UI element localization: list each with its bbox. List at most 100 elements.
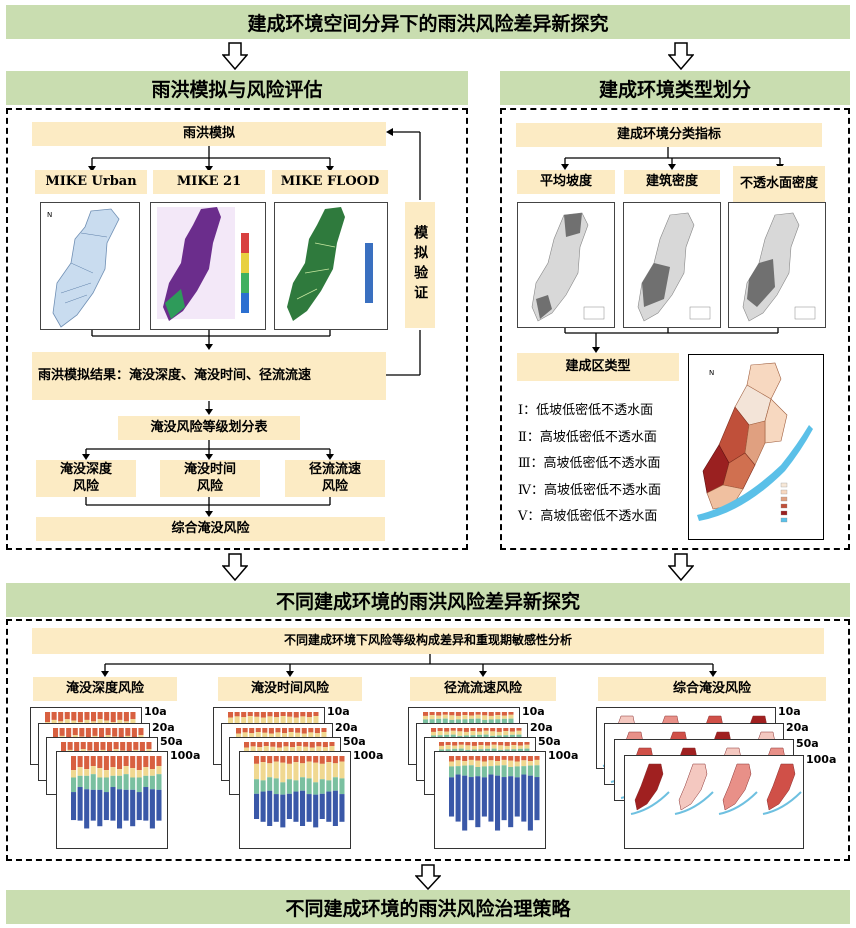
bar-segment xyxy=(283,742,289,747)
bar-segment xyxy=(470,731,476,736)
bar-segment xyxy=(293,756,299,763)
bar-segment xyxy=(274,717,280,728)
bar-segment xyxy=(267,712,273,717)
bar-segment xyxy=(527,756,533,762)
bar-segment xyxy=(339,756,345,762)
bar-segment xyxy=(123,756,129,767)
bar-segment xyxy=(255,728,261,732)
type-list: Ⅰ：低坡低密低不透水面 Ⅱ：高坡低密低不透水面 Ⅲ：高坡低密低不透水面 Ⅳ：高坡… xyxy=(518,398,688,531)
left-panel xyxy=(6,108,468,550)
river-shape xyxy=(674,791,714,815)
bar-segment xyxy=(516,730,522,735)
svg-text:N: N xyxy=(47,211,52,219)
bar-segment xyxy=(508,714,514,719)
bar-segment xyxy=(514,761,520,767)
bar-segment xyxy=(491,744,497,749)
bar-segment xyxy=(74,742,80,752)
cat-depth: 淹没深度风险 xyxy=(33,677,177,701)
bar-segment xyxy=(93,742,99,753)
category-label: 径流流速风险 xyxy=(443,680,522,696)
model-mike-21: MIKE 21 xyxy=(153,170,265,194)
bar-segment xyxy=(339,761,345,779)
bar-segment xyxy=(103,777,109,793)
bar-segment xyxy=(469,718,475,727)
bar-segment xyxy=(97,756,103,769)
figure-card xyxy=(624,755,804,849)
risk-time-box: 淹没时间风险 xyxy=(160,460,260,497)
bar-segment xyxy=(296,742,302,746)
bar-segment xyxy=(260,780,266,792)
bar-segment xyxy=(276,742,282,748)
bar-segment xyxy=(110,712,116,723)
bar-segment xyxy=(84,769,90,776)
factor-label: 平均坡度 xyxy=(539,173,592,189)
main-title-banner: 建成环境空间分异下的雨洪风险差异新探究 xyxy=(6,5,850,39)
bar-segment xyxy=(241,712,247,718)
bar-segment xyxy=(85,728,91,739)
bar-segment xyxy=(439,745,445,750)
bar-segment xyxy=(436,715,442,719)
bar-segment xyxy=(488,774,494,822)
bar-segment xyxy=(247,712,253,716)
bar-segment xyxy=(475,760,481,767)
bar-segment xyxy=(458,744,464,749)
risk-map-shape xyxy=(722,763,752,811)
bar-segment xyxy=(475,776,481,828)
bar-segment xyxy=(485,742,491,746)
bar-segment xyxy=(149,789,155,829)
return-period-label: 20a xyxy=(335,721,358,734)
return-period-label: 100a xyxy=(806,753,837,766)
bar-segment xyxy=(100,742,106,750)
bar-segment xyxy=(300,763,306,778)
bar-segment xyxy=(260,762,266,781)
bar-segment xyxy=(156,774,162,790)
bar-segment xyxy=(313,794,319,828)
arrow-down-icon xyxy=(415,864,441,890)
bar-segment xyxy=(244,742,250,748)
bar-segment xyxy=(455,756,461,761)
bar-segment xyxy=(516,728,522,731)
bar-segment xyxy=(321,728,327,732)
bar-segment xyxy=(521,756,527,761)
figure-card xyxy=(56,751,168,849)
bar-segment xyxy=(444,731,450,735)
risk-velocity-box: 径流流速风险 xyxy=(285,460,385,497)
bar-segment xyxy=(445,742,451,746)
bar-segment xyxy=(495,756,501,762)
river-shape xyxy=(762,791,802,815)
bar-segment xyxy=(110,775,116,788)
bar-segment xyxy=(287,712,293,717)
bar-segment xyxy=(429,715,435,720)
svg-text:N: N xyxy=(709,369,714,377)
bar-segment xyxy=(113,742,119,750)
factor-label: 不透水面密度 xyxy=(739,175,818,191)
bar-segment xyxy=(92,728,98,736)
bar-segment xyxy=(471,742,477,746)
bottom-header: 不同建成环境的雨洪风险差异新探究 xyxy=(6,583,850,617)
bar-segment xyxy=(501,777,507,821)
bar-segment xyxy=(103,792,109,821)
bar-segment xyxy=(450,728,456,731)
bar-segment xyxy=(143,756,149,768)
bar-segment xyxy=(97,777,103,790)
left-header: 雨洪模拟与风险评估 xyxy=(6,71,468,105)
type-item: Ⅰ：低坡低密低不透水面 xyxy=(518,403,654,418)
bar-segment xyxy=(449,715,455,720)
arrow-down-icon xyxy=(222,42,248,70)
map-building-density xyxy=(623,202,721,328)
risk-map-shape xyxy=(634,763,664,811)
bar-segment xyxy=(149,756,155,770)
bar-segment xyxy=(286,779,292,794)
bar-segment xyxy=(478,742,484,746)
bar-segment xyxy=(481,766,487,778)
bar-segment xyxy=(293,780,299,792)
bar-segment xyxy=(488,712,494,716)
risk-depth-box: 淹没深度风险 xyxy=(36,460,136,497)
bar-segment xyxy=(306,756,312,762)
bar-segment xyxy=(136,792,142,821)
bar-segment xyxy=(143,775,149,788)
bar-segment xyxy=(280,782,286,795)
bar-segment xyxy=(462,756,468,762)
bar-segment xyxy=(273,794,279,822)
